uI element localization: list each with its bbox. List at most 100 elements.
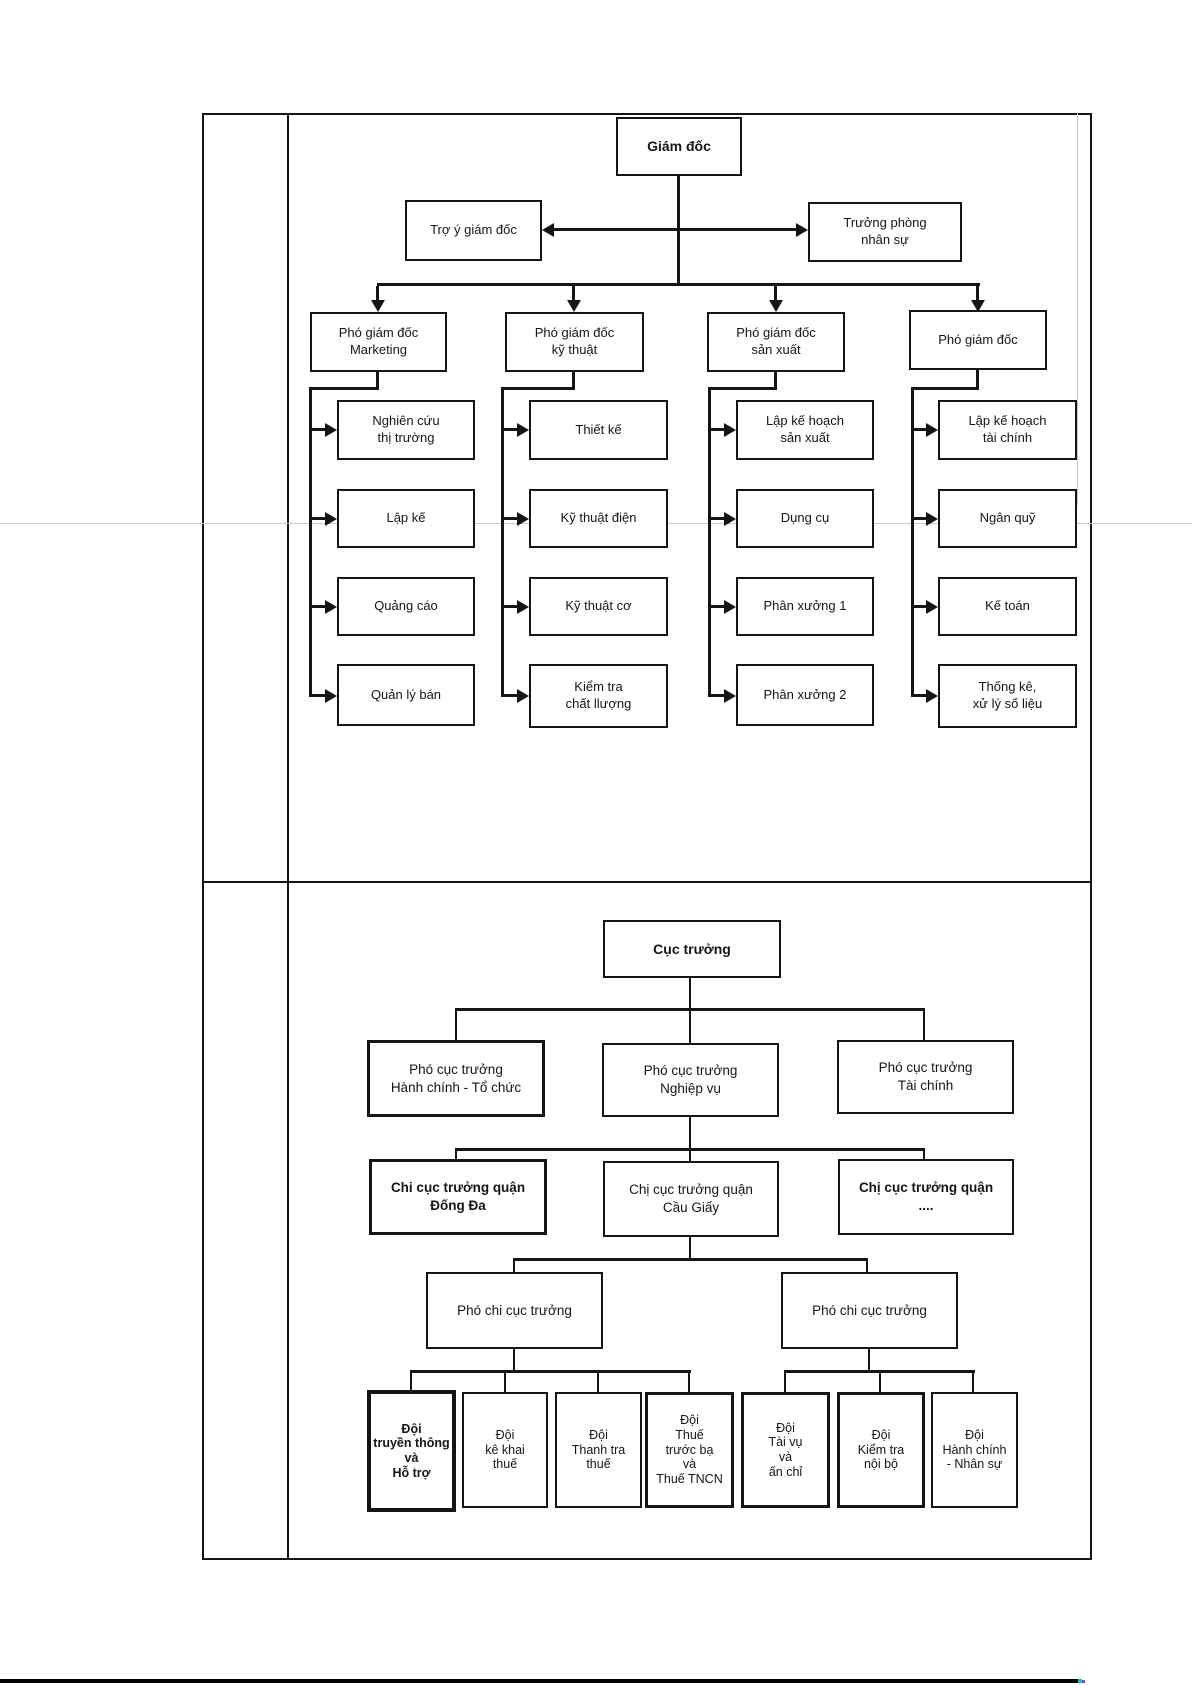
node-ngan-quy: Ngân quỹ (938, 489, 1077, 548)
node-chi-cuc-truong-dong-da: Chi cục trưởng quận Đống Đa (369, 1159, 547, 1235)
connector (911, 387, 979, 390)
connector (309, 517, 327, 520)
connector (455, 1008, 457, 1040)
arrowhead-right (926, 512, 938, 526)
connector (689, 978, 691, 1008)
node-chi-cuc-truong-cau-giay: Chị cục trưởng quận Cầu Giấy (603, 1161, 779, 1237)
arrowhead-right (724, 689, 736, 703)
connector (309, 605, 327, 608)
node-quang-cao: Quảng cáo (337, 577, 475, 636)
node-doi-ke-khai-thue: Đội kê khai thuế (462, 1392, 548, 1508)
connector (553, 228, 797, 231)
connector (309, 428, 327, 431)
connector (976, 286, 979, 300)
node-lap-ke-hoach-tai-chinh: Lập kế hoạch tài chính (938, 400, 1077, 460)
bottom-page-rule (0, 1679, 1078, 1683)
arrowhead-down (371, 300, 385, 312)
connector (911, 517, 929, 520)
arrowhead-right (724, 512, 736, 526)
node-giam-doc: Giám đốc (616, 117, 742, 176)
connector (923, 1008, 925, 1040)
connector (513, 1258, 515, 1272)
node-pho-giam-doc-ky-thuat: Phó giám đốc kỹ thuật (505, 312, 644, 372)
connector (376, 372, 379, 389)
arrowhead-down (567, 300, 581, 312)
arrowhead-right (325, 600, 337, 614)
table-row-divider (202, 881, 1092, 883)
arrowhead-down (971, 300, 985, 312)
node-phan-xuong-1: Phân xưởng 1 (736, 577, 874, 636)
node-doi-truyen-thong: Đội truyền thông và Hỗ trợ (367, 1390, 456, 1512)
connector (501, 605, 519, 608)
connector (708, 605, 726, 608)
connector (501, 517, 519, 520)
teal-mark (1078, 1679, 1082, 1683)
connector (708, 387, 777, 390)
arrowhead-right (325, 512, 337, 526)
node-nghien-cuu-thi-truong: Nghiên cứu thị trường (337, 400, 475, 460)
node-pho-giam-doc-san-xuat: Phó giám đốc sản xuất (707, 312, 845, 372)
connector (501, 428, 519, 431)
connector (501, 387, 504, 697)
connector (689, 1237, 691, 1258)
node-doi-hanh-chinh-nhan-su: Đội Hành chính - Nhân sự (931, 1392, 1018, 1508)
connector (866, 1258, 868, 1272)
connector (879, 1373, 881, 1392)
connector (708, 694, 726, 697)
node-dung-cu: Dụng cụ (736, 489, 874, 548)
node-ke-toan: Kế toán (938, 577, 1077, 636)
connector (504, 1373, 506, 1392)
faint-vertical-line (1077, 113, 1078, 505)
node-pho-chi-cuc-truong-2: Phó chi cục trưởng (781, 1272, 958, 1349)
connector (688, 1373, 690, 1392)
connector (784, 1370, 975, 1373)
connector (911, 387, 914, 697)
arrowhead-right (517, 512, 529, 526)
node-thiet-ke: Thiết kế (529, 400, 668, 460)
connector (501, 387, 575, 390)
node-pho-cuc-truong-nghiep-vu: Phó cục trưởng Nghiệp vụ (602, 1043, 779, 1117)
arrowhead-right (926, 689, 938, 703)
connector (309, 387, 379, 390)
connector (911, 605, 929, 608)
connector (377, 283, 980, 286)
table-border (202, 113, 1092, 1560)
connector (689, 1148, 691, 1161)
arrowhead-right (325, 689, 337, 703)
node-thong-ke-xu-ly-so-lieu: Thống kê, xử lý số liệu (938, 664, 1077, 728)
node-pho-giam-doc-marketing: Phó giám đốc Marketing (310, 312, 447, 372)
node-doi-tai-vu: Đội Tài vụ và ấn chỉ (741, 1392, 830, 1508)
connector (708, 387, 711, 697)
connector (689, 1117, 691, 1148)
connector (597, 1373, 599, 1392)
arrowhead-right (724, 600, 736, 614)
connector (976, 370, 979, 389)
node-ky-thuat-dien: Kỹ thuật điện (529, 489, 668, 548)
node-tro-y-giam-doc: Trợ ý giám đốc (405, 200, 542, 261)
connector (868, 1349, 870, 1370)
node-lap-ke-hoach-san-xuat: Lập kế hoạch sản xuất (736, 400, 874, 460)
purple-mark (1082, 1680, 1085, 1683)
connector (708, 517, 726, 520)
connector (572, 286, 575, 300)
connector (513, 1258, 868, 1261)
connector (410, 1373, 412, 1392)
arrowhead-right (926, 600, 938, 614)
connector (911, 428, 929, 431)
arrowhead-left (542, 223, 554, 237)
node-cuc-truong: Cục trưởng (603, 920, 781, 978)
node-lap-ke: Lập kế (337, 489, 475, 548)
connector (774, 372, 777, 389)
connector (923, 1148, 925, 1159)
node-chi-cuc-truong-khac: Chị cục trưởng quận .... (838, 1159, 1014, 1235)
connector (911, 694, 929, 697)
node-phan-xuong-2: Phân xưởng 2 (736, 664, 874, 726)
connector (410, 1370, 691, 1373)
arrowhead-right (517, 689, 529, 703)
node-quan-ly-ban: Quản lý bán (337, 664, 475, 726)
node-pho-chi-cuc-truong-1: Phó chi cục trưởng (426, 1272, 603, 1349)
node-ky-thuat-co: Kỹ thuật cơ (529, 577, 668, 636)
table-column-divider (287, 113, 289, 1560)
node-doi-thue-truoc-ba: Đội Thuế trước bạ và Thuế TNCN (645, 1392, 734, 1508)
